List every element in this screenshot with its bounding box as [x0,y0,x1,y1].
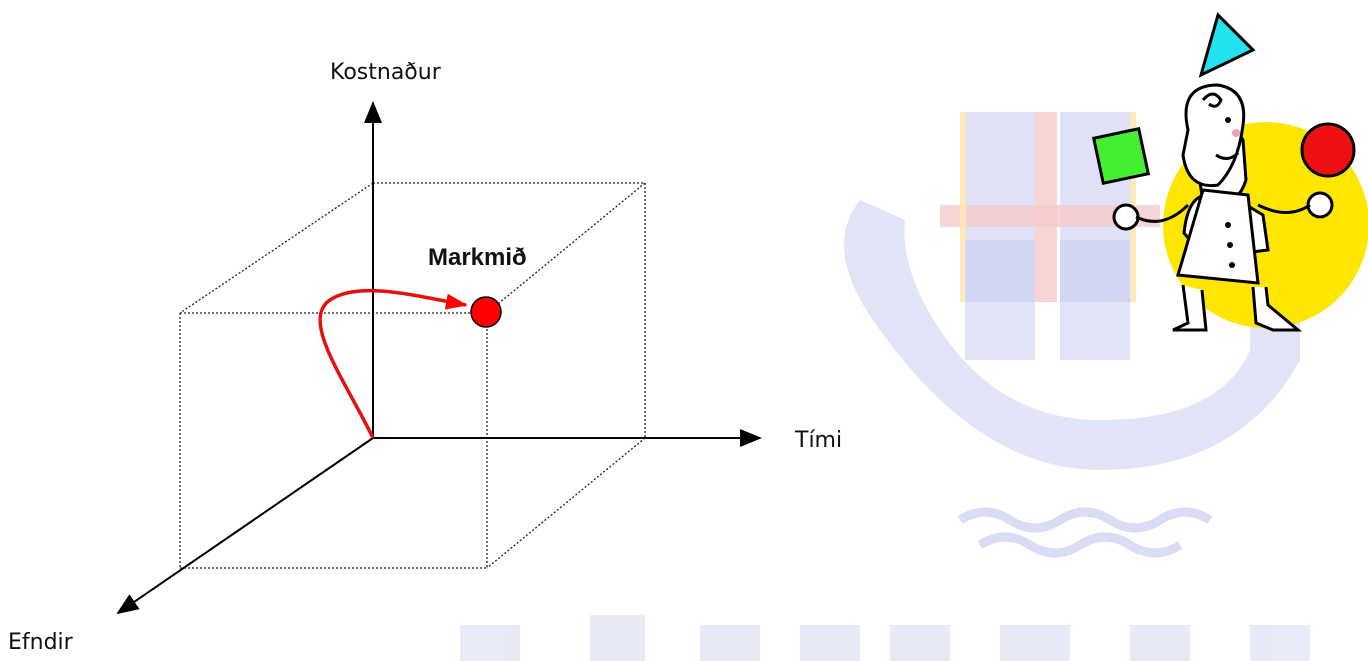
cube-edges [179,182,646,569]
depth-axis-label: Efndir [8,630,73,655]
juggling-person-clipart [1091,12,1368,332]
target-label: Markmið [428,244,527,271]
red-ball-icon [1300,122,1356,178]
depth-axis [116,437,374,615]
path-to-target-arrow [318,288,468,439]
vertical-axis-label: Kostnaður [330,60,441,85]
triangle-icon [1198,12,1256,78]
horizontal-axis-label: Tími [795,428,843,453]
target-dot [470,296,502,328]
square-icon [1091,126,1151,186]
